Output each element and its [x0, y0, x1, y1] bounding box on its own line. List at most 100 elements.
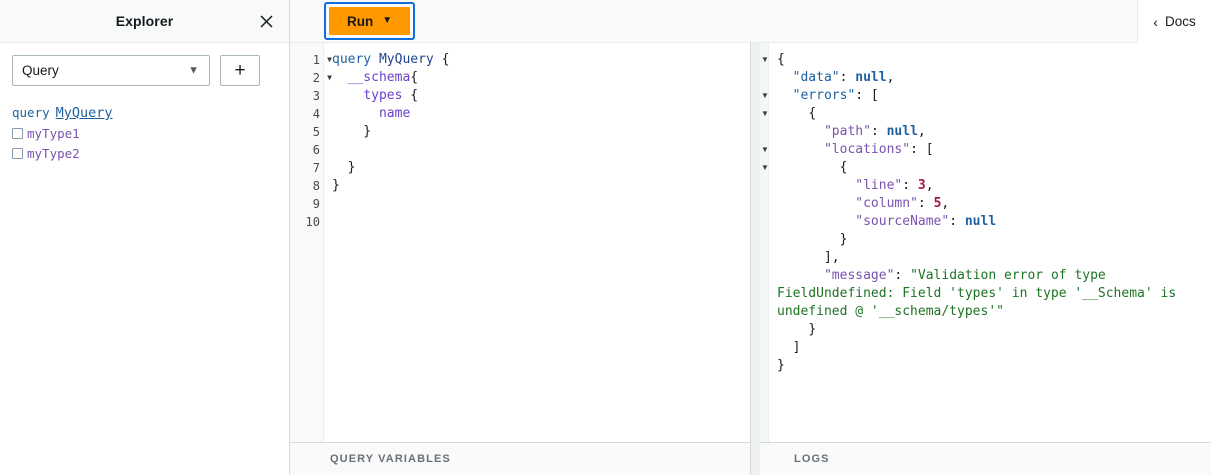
- fold-arrow-icon[interactable]: ▼: [761, 145, 769, 154]
- operation-select[interactable]: Query ▼: [12, 55, 210, 86]
- code-token: {: [402, 88, 419, 103]
- logs-label: LOGS: [794, 453, 830, 465]
- result-token: [777, 196, 855, 211]
- checkbox-icon[interactable]: [12, 148, 23, 159]
- result-token: null: [964, 214, 997, 229]
- result-token: "data": [792, 70, 840, 85]
- query-variables-bar[interactable]: QUERY VARIABLES: [290, 442, 750, 475]
- result-token: "line": [855, 178, 903, 193]
- code-token: name: [378, 106, 411, 121]
- result-line: "line": 3,: [777, 177, 1201, 195]
- result-token: [777, 142, 824, 157]
- result-line: "path": null,: [777, 123, 1201, 141]
- result-line: }: [777, 231, 1201, 249]
- fold-arrow-icon[interactable]: ▼: [761, 109, 769, 118]
- result-token: :: [894, 268, 911, 283]
- explorer-body: Query ▼ + query MyQuery myType1: [0, 43, 289, 475]
- logs-bar[interactable]: LOGS: [760, 442, 1211, 475]
- result-token: ],: [777, 250, 840, 265]
- list-item[interactable]: myType1: [12, 126, 277, 141]
- result-line: }: [777, 321, 1201, 339]
- fold-arrow-icon[interactable]: ▼: [761, 163, 769, 172]
- plus-icon: +: [234, 60, 246, 81]
- code-line: }: [332, 159, 750, 177]
- checkbox-icon[interactable]: [12, 128, 23, 139]
- result-token: :: [870, 124, 887, 139]
- code-line: types {: [332, 87, 750, 105]
- result-token: [777, 268, 824, 283]
- list-item[interactable]: myType2: [12, 146, 277, 161]
- result-token: "sourceName": [855, 214, 950, 229]
- result-token: [777, 178, 855, 193]
- chevron-left-icon: ‹: [1153, 13, 1158, 30]
- result-token: null: [886, 124, 918, 139]
- fold-arrow-icon[interactable]: ▼: [327, 55, 332, 64]
- code-line: }: [332, 177, 750, 195]
- add-operation-button[interactable]: +: [220, 55, 260, 86]
- line-number: 10: [305, 215, 320, 229]
- close-icon[interactable]: [255, 10, 277, 32]
- line-number: 4: [312, 107, 320, 121]
- operation-name-link[interactable]: MyQuery: [55, 105, 113, 121]
- result-token: 5: [933, 196, 942, 211]
- explorer-title: Explorer: [115, 13, 174, 29]
- result-viewer[interactable]: ▼ ▼ ▼ ▼ ▼ { "data": null, "errors": [ { "pat…: [760, 43, 1211, 442]
- code-line: [332, 213, 750, 231]
- code-token: }: [332, 160, 356, 175]
- result-token: 3: [917, 178, 926, 193]
- result-token: [777, 214, 855, 229]
- list-item-label: myType1: [27, 126, 80, 141]
- result-token: "Validation error of type FieldUndefined…: [777, 268, 1184, 319]
- result-line: "locations": [: [777, 141, 1201, 159]
- code-token: [332, 106, 379, 121]
- line-number: 8: [312, 179, 320, 193]
- query-variables-label: QUERY VARIABLES: [330, 453, 451, 465]
- code-token: query: [332, 52, 379, 67]
- line-number: 6: [312, 143, 320, 157]
- pane-splitter[interactable]: [751, 43, 760, 475]
- line-number: 3: [312, 89, 320, 103]
- result-line: "message": "Validation error of type Fie…: [777, 267, 1201, 321]
- query-keyword: query: [12, 105, 50, 120]
- result-token: {: [777, 160, 848, 175]
- code-token: {: [410, 70, 419, 85]
- run-button[interactable]: Run ▼: [329, 7, 411, 35]
- result-token: "locations": [823, 142, 911, 157]
- result-token: :: [902, 178, 918, 193]
- result-token: null: [855, 70, 887, 85]
- fold-arrow-icon[interactable]: ▼: [761, 91, 769, 100]
- result-token: }: [777, 358, 785, 373]
- result-token: {: [777, 106, 817, 121]
- docs-button[interactable]: ‹ Docs: [1137, 0, 1211, 43]
- code-token: [332, 70, 348, 85]
- result-token: }: [777, 232, 848, 247]
- toolbar: Run ▼ ‹ Docs: [290, 0, 1211, 43]
- result-line: {: [777, 159, 1201, 177]
- result-token: ,: [925, 178, 934, 193]
- result-viewer-gutter: ▼ ▼ ▼ ▼ ▼: [760, 43, 769, 442]
- result-line: {: [777, 51, 1201, 69]
- code-line: name: [332, 105, 750, 123]
- code-token: }: [332, 124, 372, 139]
- result-pane: ▼ ▼ ▼ ▼ ▼ { "data": null, "errors": [ { "pat…: [760, 43, 1211, 475]
- result-line: "data": null,: [777, 69, 1201, 87]
- result-token: :: [917, 196, 934, 211]
- line-number: 7: [312, 161, 320, 175]
- result-token: ,: [917, 124, 926, 139]
- result-line: }: [777, 357, 1201, 375]
- result-token: "column": [855, 196, 918, 211]
- result-viewer-code: { "data": null, "errors": [ { "path": nu…: [769, 43, 1211, 442]
- result-token: }: [777, 322, 817, 337]
- result-token: ,: [941, 196, 950, 211]
- result-token: :: [839, 70, 856, 85]
- code-token: MyQuery: [378, 52, 434, 67]
- run-button-focus-ring: Run ▼: [324, 2, 416, 40]
- result-line: "column": 5,: [777, 195, 1201, 213]
- fold-arrow-icon[interactable]: ▼: [327, 73, 332, 82]
- fold-arrow-icon[interactable]: ▼: [761, 55, 769, 64]
- query-editor-code[interactable]: query MyQuery { __schema{ types { name }…: [324, 43, 750, 442]
